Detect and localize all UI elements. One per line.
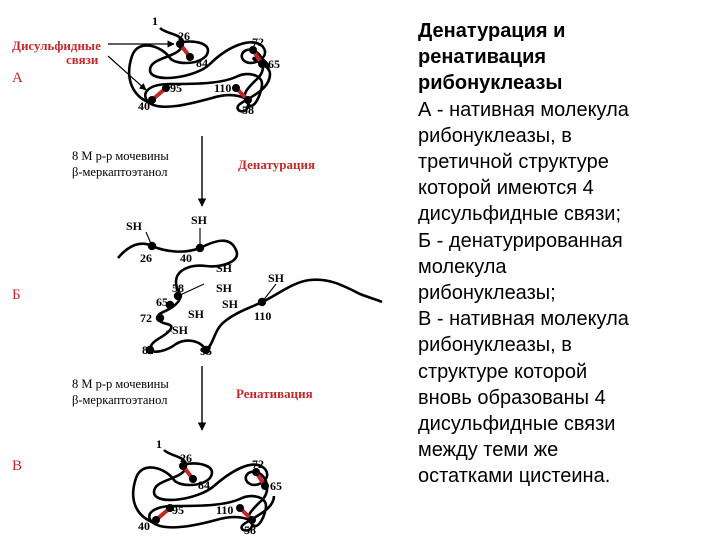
panel-label-a: А: [12, 70, 23, 86]
description-line: которой имеются 4: [418, 177, 594, 200]
residue-number: 26: [178, 29, 190, 43]
disulfide-bonds-label: Дисульфидные: [12, 38, 101, 53]
ribonuclease-diagram: Дисульфидные связи А 1 26 84 72 65 40: [12, 14, 383, 537]
denaturation-step: 8 М р-р мочевины β-меркаптоэтанол Денату…: [72, 136, 315, 207]
residue-number: 110: [216, 503, 233, 517]
disulfide-bond: [152, 504, 174, 524]
residue-number: 1: [156, 437, 162, 451]
residue-number: 65: [270, 479, 282, 493]
description-title: Денатурация и: [418, 20, 566, 42]
description-line: дисульфидные связи: [418, 413, 616, 436]
residue-number: 65: [156, 295, 168, 309]
residue-number: 40: [180, 251, 192, 265]
residue-number: 84: [196, 56, 208, 70]
sulfhydryl-group: SH: [216, 261, 233, 275]
description-line: вновь образованы 4: [418, 386, 606, 409]
residue-number: 72: [252, 35, 264, 49]
renaturation-label: Ренативация: [236, 386, 313, 401]
description-panel: Денатурация и ренативация рибонуклеазы А…: [418, 18, 714, 490]
description-line: структуре которой: [418, 360, 588, 383]
reagent-mercaptoethanol: β-меркаптоэтанол: [72, 165, 167, 179]
disulfide-bond: [232, 84, 252, 104]
residue-number: 110: [254, 309, 271, 323]
cysteine-residues: [145, 241, 267, 355]
panel-label-b: Б: [12, 287, 21, 303]
disulfide-bond: [179, 462, 197, 483]
reagent-urea: 8 М р-р мочевины: [72, 377, 169, 391]
residue-number: 110: [214, 81, 231, 95]
residue-number: 95: [172, 503, 184, 517]
native-molecule-a: Дисульфидные связи А 1 26 84 72 65 40: [12, 14, 280, 117]
residue-number: 65: [268, 57, 280, 71]
residue-number: 95: [170, 81, 182, 95]
protein-chain: [127, 26, 272, 113]
panel-label-c: В: [12, 458, 22, 474]
renaturation-step: 8 М р-р мочевины β-меркаптоэтанол Ренати…: [72, 366, 313, 431]
residue-number: 1: [152, 14, 158, 28]
description-line: рибонуклеазы;: [418, 282, 556, 305]
description-line: остатками цистеина.: [418, 465, 611, 488]
sulfhydryl-group: –SH: [165, 323, 189, 337]
sulfhydryl-group: SH: [126, 219, 143, 233]
residue-number: 84: [142, 343, 154, 357]
sulfhydryl-group: SH: [191, 213, 208, 227]
disulfide-bond: [249, 46, 266, 68]
residue-number: 40: [138, 99, 150, 113]
renatured-molecule-c: В 1 26 84 72 65 40 95 110 58: [12, 437, 282, 537]
residue-number: 72: [252, 457, 264, 471]
residue-number: 95: [200, 344, 212, 358]
sulfhydryl-group: SH: [222, 297, 239, 311]
residue-number: 58: [244, 523, 256, 537]
disulfide-bond: [148, 84, 170, 104]
description-line: дисульфидные связи;: [418, 203, 622, 226]
description-line: рибонуклеазы, в: [418, 334, 572, 357]
description-title: ренативация: [418, 46, 547, 69]
description-line: третичной структуре: [418, 151, 609, 174]
description-line: молекула: [418, 255, 507, 278]
pointer-arrow: [107, 55, 147, 91]
residue-number: 72: [140, 311, 152, 325]
residue-number: 26: [140, 251, 152, 265]
description-line: Б - денатурированная: [418, 229, 623, 252]
sulfhydryl-group: SH: [268, 271, 285, 285]
residue-number: 26: [180, 451, 192, 465]
disulfide-bond: [176, 40, 194, 61]
description-line: А - нативная молекула: [418, 98, 629, 121]
description-line: В - нативная молекула: [418, 308, 629, 331]
description-line: рибонуклеазы, в: [418, 124, 572, 147]
disulfide-bond: [236, 504, 256, 524]
residue-number: 84: [198, 478, 210, 492]
denaturation-label: Денатурация: [238, 157, 315, 172]
sulfhydryl-group: SH: [188, 307, 205, 321]
disulfide-bond: [252, 468, 269, 490]
disulfide-bonds-label-2: связи: [66, 52, 99, 67]
description-title: рибонуклеазы: [418, 72, 563, 95]
reagent-urea: 8 М р-р мочевины: [72, 149, 169, 163]
residue-number: 58: [242, 103, 254, 117]
residue-number: 40: [138, 519, 150, 533]
description-line: между теми же: [418, 439, 559, 462]
reagent-mercaptoethanol: β-меркаптоэтанол: [72, 393, 167, 407]
residue-number: 58: [172, 281, 184, 295]
denatured-molecule-b: Б SH SH SH SH SH SH SH –SH 26 40 58 65: [12, 213, 383, 358]
sulfhydryl-group: SH: [216, 281, 233, 295]
